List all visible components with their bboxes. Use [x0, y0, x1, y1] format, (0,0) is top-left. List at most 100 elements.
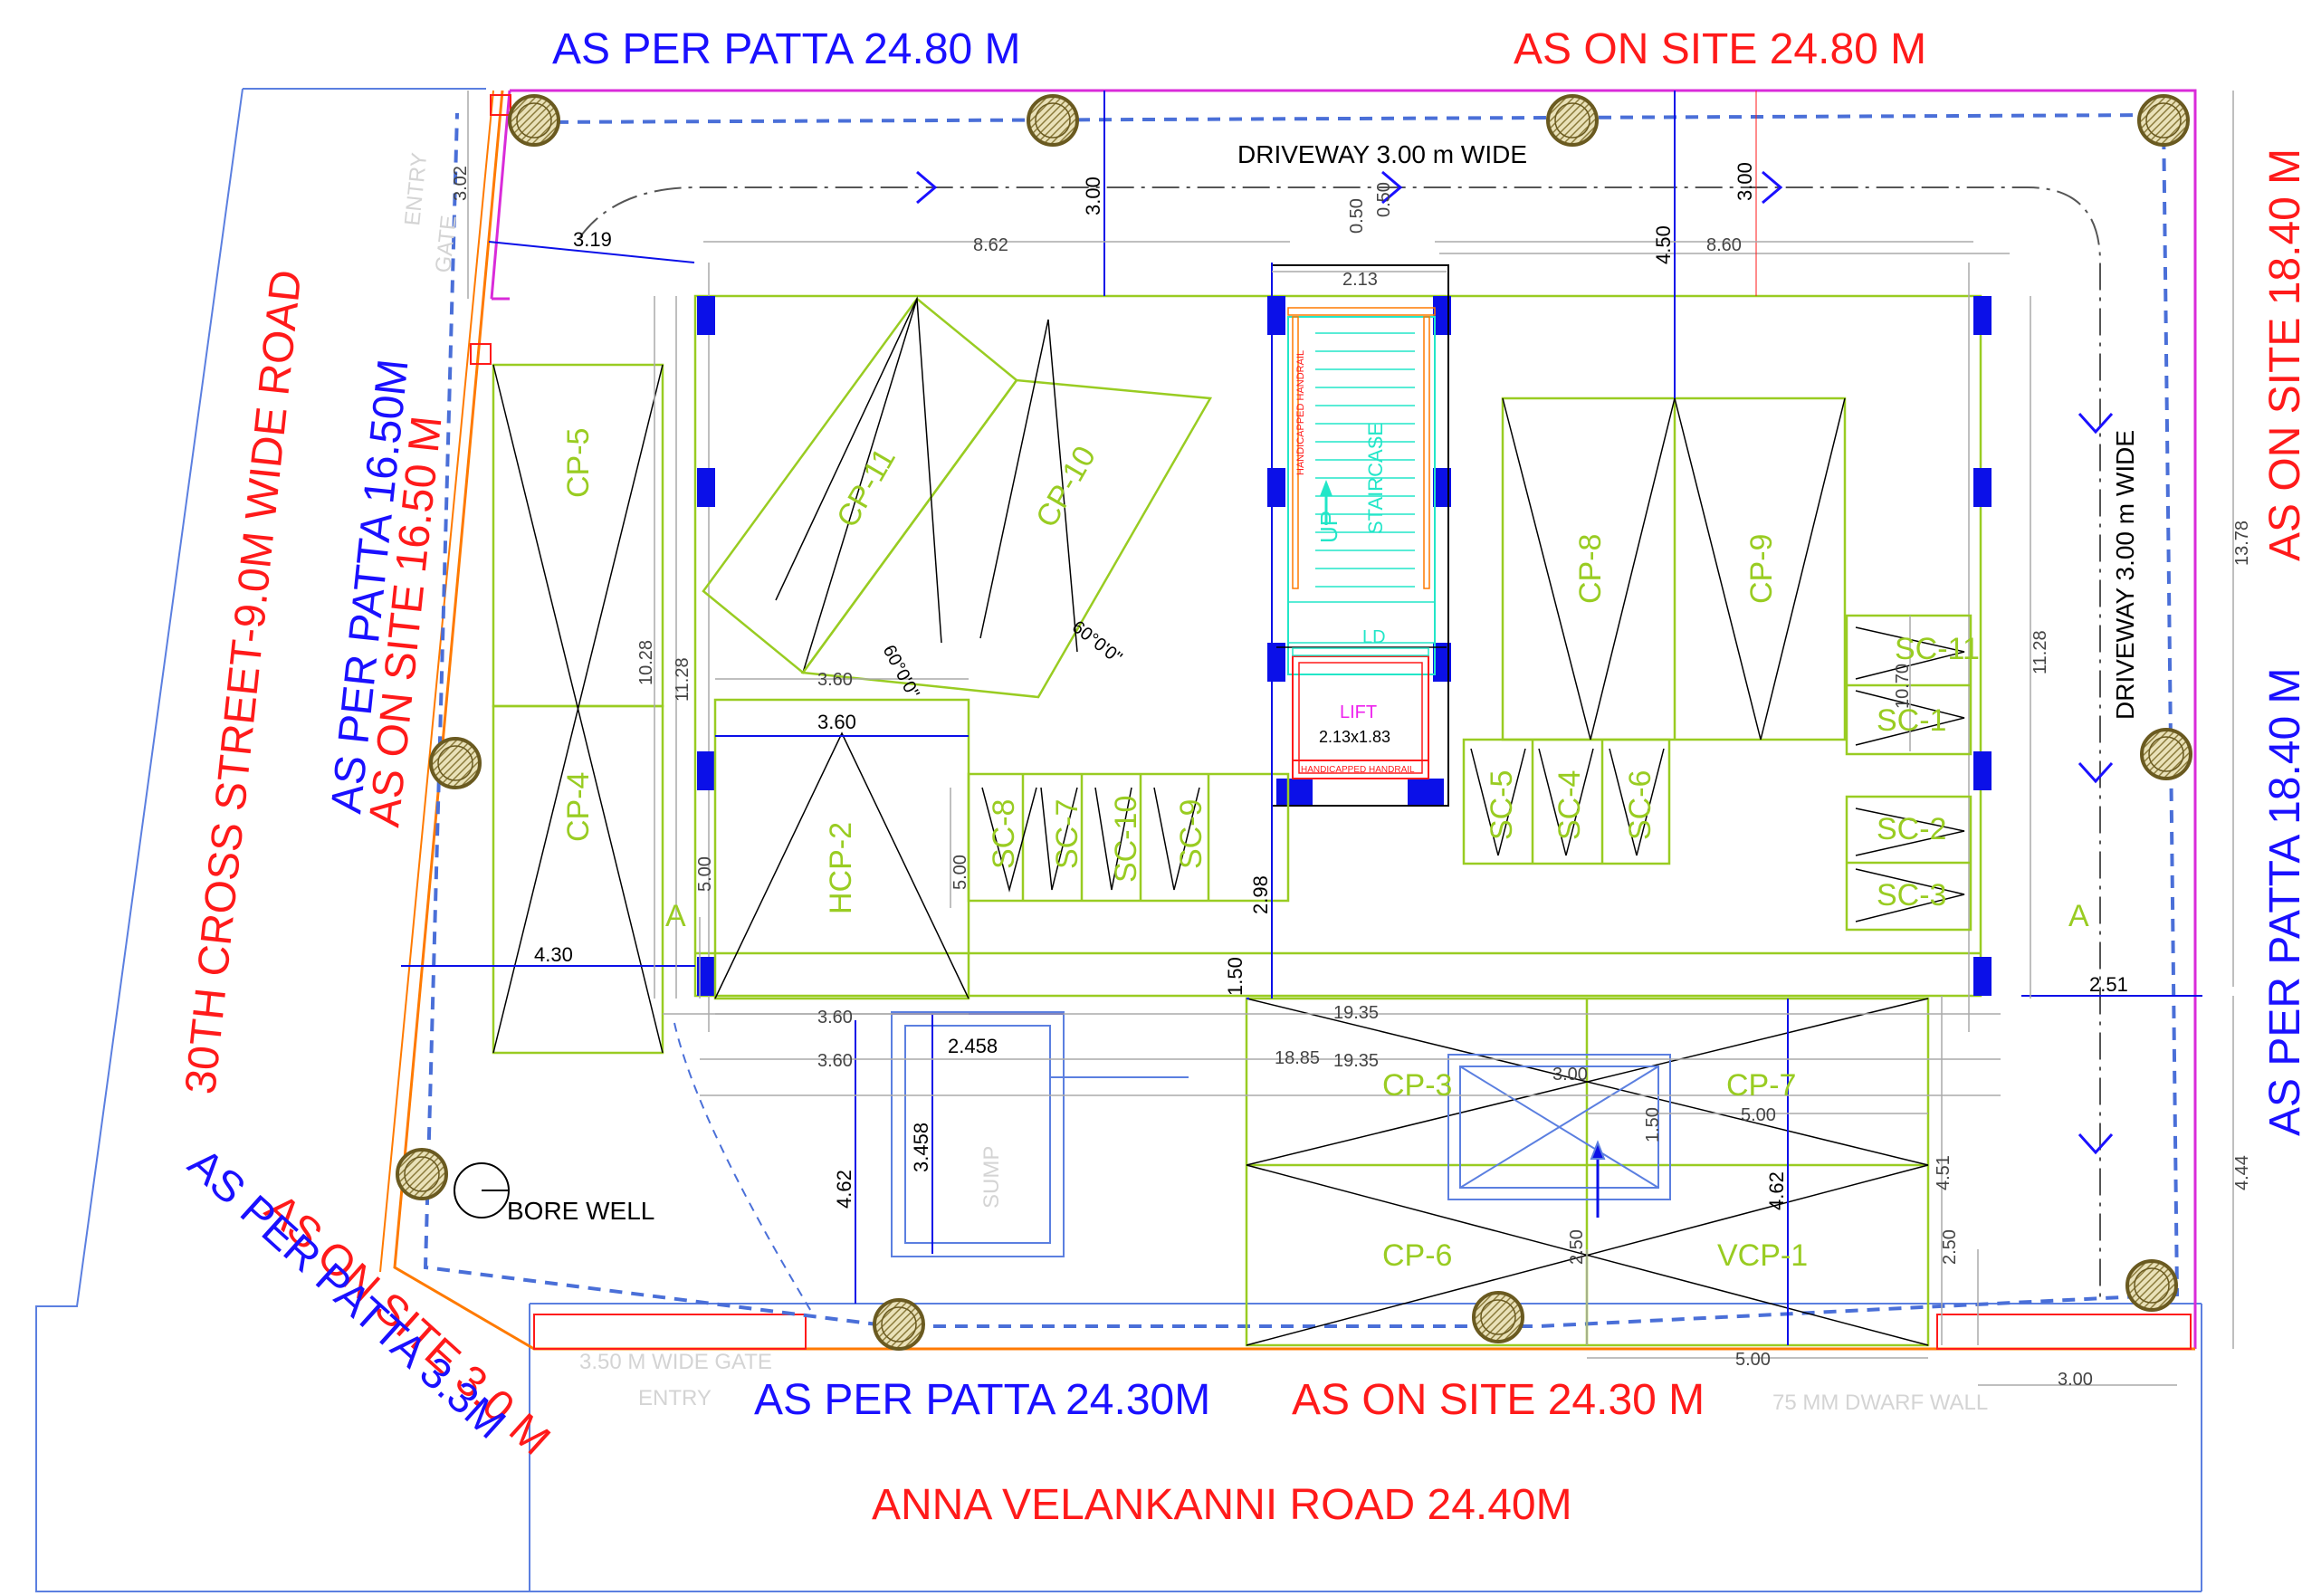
driveway-top-label: DRIVEWAY 3.00 m WIDE [1237, 140, 1527, 168]
dim-500d: 5.00 [1735, 1350, 1771, 1370]
arrow-right-icon [1762, 170, 1783, 205]
dim-1935b: 19.35 [1333, 1051, 1379, 1071]
dim-1378: 13.78 [2232, 521, 2252, 566]
dim-1128b: 11.28 [2030, 630, 2050, 674]
dim-1070: 10.70 [1893, 664, 1913, 709]
dim-150b: 1.50 [1643, 1107, 1663, 1142]
dim-860: 8.60 [1706, 235, 1742, 255]
dim-444: 4.44 [2232, 1155, 2252, 1190]
tree-icon [873, 1298, 925, 1351]
dim-2458: 2.458 [948, 1035, 998, 1057]
dim-1885: 18.85 [1275, 1048, 1320, 1068]
dim-300d: 3.00 [2058, 1370, 2093, 1390]
east-patta-label: AS PER PATTA 18.40 M [2261, 667, 2302, 1136]
dim-319: 3.19 [573, 228, 612, 251]
east-site-label: AS ON SITE 18.40 M [2261, 148, 2302, 561]
dim-298: 2.98 [1249, 875, 1272, 914]
dim-360a: 3.60 [817, 670, 853, 690]
dim-1028: 10.28 [636, 640, 656, 685]
grid-lines [708, 253, 2010, 1032]
bay-sc4: SC-4 [1552, 770, 1587, 840]
bay-cp6: CP-6 [1382, 1238, 1452, 1273]
bay-cp7: CP-7 [1726, 1068, 1796, 1103]
dim-300a: 3.00 [1082, 177, 1104, 215]
dim-450: 4.50 [1652, 225, 1675, 264]
bay-cp9: CP-9 [1744, 534, 1779, 604]
tree-icon [2137, 94, 2190, 147]
parking-diagonals [492, 296, 1965, 1346]
bay-cp5: CP-5 [561, 428, 596, 498]
sump [454, 1011, 1671, 1257]
tree-icon [396, 1148, 448, 1200]
up-label: UP [1315, 511, 1342, 543]
faint-texts: 3.50 M WIDE GATE ENTRY 75 MM DWARF WALL … [400, 151, 1988, 1415]
dim-862: 8.62 [973, 235, 1008, 255]
dim-500a: 5.00 [695, 856, 715, 892]
bay-sc1: SC-1 [1877, 703, 1946, 738]
dim-500b: 5.00 [950, 855, 970, 890]
bore-well-label: BORE WELL [507, 1197, 654, 1225]
lift-label: LIFT [1340, 702, 1377, 722]
arrow-down-icon [2078, 761, 2114, 784]
section-a-right: A [2068, 899, 2089, 933]
dim-462a: 4.62 [833, 1170, 855, 1209]
dim-300b: 3.00 [1734, 162, 1756, 201]
dim-360c: 3.60 [817, 1008, 853, 1027]
driveway-right-label: DRIVEWAY 3.00 m WIDE [2111, 430, 2139, 720]
bottom-site-heading: AS ON SITE 24.30 M [1292, 1376, 1705, 1424]
dim-1128a: 11.28 [673, 657, 693, 702]
bay-sc5: SC-5 [1485, 770, 1519, 840]
sump-label: SUMP [979, 1146, 1004, 1209]
tree-icon [508, 94, 560, 147]
dim-430: 4.30 [534, 943, 573, 966]
gate-label: 3.50 M WIDE GATE [579, 1350, 772, 1374]
bay-sc11: SC-11 [1895, 632, 1980, 666]
tree-icon [1027, 94, 1079, 147]
staircase-core [1271, 264, 1449, 807]
dim-150: 1.50 [1224, 957, 1247, 996]
dim-213: 2.13 [1342, 270, 1378, 290]
bay-sc8: SC-8 [987, 799, 1021, 869]
west-road-label: 30TH CROSS STREET-9.0M WIDE ROAD [177, 268, 310, 1096]
parking-labels: CP-5 CP-4 CP-11 CP-10 HCP-2 SC-8 SC-7 SC… [561, 428, 1980, 1273]
arrow-down-icon [2078, 412, 2114, 435]
lift-size-label: 2.13x1.83 [1319, 728, 1390, 746]
ld-label: LD [1362, 627, 1386, 647]
dim-360d: 3.60 [817, 1051, 853, 1071]
top-patta-heading: AS PER PATTA 24.80 M [552, 25, 1021, 73]
dim-3458: 3.458 [910, 1123, 932, 1172]
dim-250a: 2.50 [1567, 1229, 1587, 1265]
dimension-texts: 3.02 3.19 8.62 3.00 0.50 0.50 2.13 3.00 … [451, 162, 2252, 1390]
top-site-heading: AS ON SITE 24.80 M [1514, 25, 1926, 73]
tree-icon [1546, 94, 1599, 147]
bay-sc9: SC-9 [1174, 799, 1208, 869]
side-entry-label-1: ENTRY [400, 151, 432, 226]
bay-sc2: SC-2 [1877, 812, 1946, 846]
dimension-lines [401, 91, 2234, 1386]
driveway-path [578, 186, 2101, 1304]
building-outline [693, 294, 1982, 998]
bay-cp8: CP-8 [1573, 534, 1608, 604]
arrow-right-icon [916, 170, 938, 205]
arrow-down-icon [2078, 1132, 2114, 1155]
road-outlines [35, 88, 2202, 1592]
staircase-label: STAIRCASE [1364, 423, 1387, 534]
parking-bays [492, 297, 1972, 1347]
dim-1935a: 19.35 [1333, 1003, 1379, 1023]
handrail-label: HANDICAPPED HANDRAIL [1295, 350, 1306, 475]
bay-cp11: CP-11 [830, 443, 903, 533]
plot-boundary [379, 89, 2197, 1351]
corner-patta-label: AS PER PATTA 3.3M [179, 1140, 514, 1448]
angle-label-1: 60°0'0" [879, 642, 923, 702]
bay-sc6: SC-6 [1623, 770, 1657, 840]
dim-451: 4.51 [1934, 1155, 1953, 1190]
bay-cp3: CP-3 [1382, 1068, 1452, 1103]
bay-sc10: SC-10 [1109, 796, 1143, 883]
dwarf-wall-label: 75 MM DWARF WALL [1772, 1391, 1988, 1415]
bottom-patta-heading: AS PER PATTA 24.30M [754, 1376, 1210, 1424]
bay-hcp2: HCP-2 [824, 822, 858, 914]
dim-251: 2.51 [2089, 973, 2128, 996]
dim-300c: 3.00 [1552, 1065, 1588, 1085]
dim-050b: 0.50 [1374, 182, 1394, 217]
